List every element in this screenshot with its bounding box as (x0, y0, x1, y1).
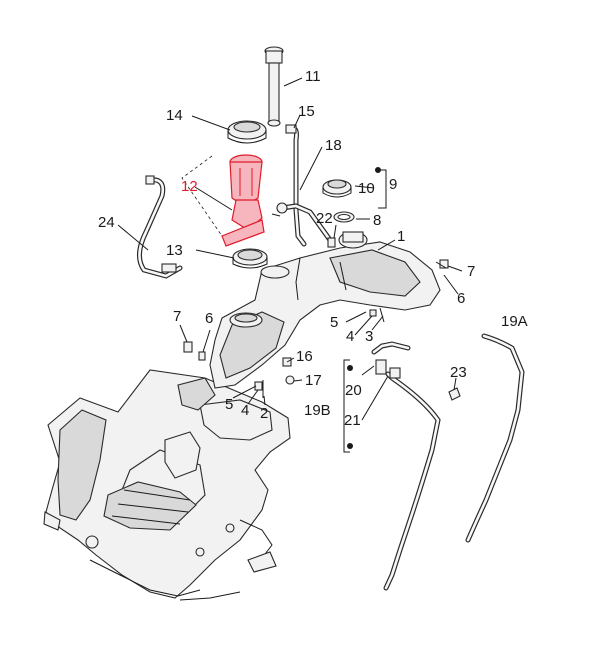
callout-24: 24 (98, 214, 115, 231)
callout-5-upper: 5 (330, 314, 338, 331)
callout-9: 9 (389, 176, 397, 193)
group-bracket-19B (343, 359, 350, 453)
filler-cap-10 (322, 179, 352, 198)
leader-lines (117, 77, 463, 421)
callout-10: 10 (358, 180, 375, 197)
callout-15: 15 (298, 103, 315, 120)
group-dot-21 (347, 443, 353, 449)
callout-2: 2 (260, 405, 268, 422)
callout-19B: 19B (304, 402, 331, 419)
callout-13: 13 (166, 242, 183, 259)
ring-nut-14 (227, 120, 267, 144)
callout-14: 14 (166, 107, 183, 124)
callout-3: 3 (365, 328, 373, 345)
fuel-tank (209, 231, 441, 389)
callout-7-left: 7 (173, 308, 181, 325)
fuel-hose-24 (137, 175, 183, 279)
pump-dashed-outline (181, 155, 223, 237)
callout-23: 23 (450, 364, 467, 381)
tank-opening-ring (229, 312, 263, 328)
fuel-level-sender-11 (264, 46, 284, 127)
fuel-line-19B (371, 341, 441, 591)
breather-hose-15 (285, 124, 307, 247)
fuel-pump-12-highlighted (221, 154, 265, 247)
callout-1: 1 (397, 228, 405, 245)
group-dot-9 (375, 167, 381, 173)
gasket-8 (333, 211, 355, 223)
callout-22: 22 (316, 210, 333, 227)
callout-18: 18 (325, 137, 342, 154)
locking-ring-13 (232, 248, 268, 269)
callout-7-right: 7 (467, 263, 475, 280)
group-dot-20 (347, 365, 353, 371)
scooter-frame (43, 369, 291, 601)
group-bracket-9 (378, 169, 387, 209)
callout-17: 17 (305, 372, 322, 389)
callout-20: 20 (345, 382, 362, 399)
callout-8: 8 (373, 212, 381, 229)
callout-6-right: 6 (457, 290, 465, 307)
callout-6-left: 6 (205, 310, 213, 327)
callout-5-lower: 5 (225, 396, 233, 413)
hose-18-clip (271, 213, 281, 217)
callout-11: 11 (305, 68, 321, 85)
callout-4-lower: 4 (241, 402, 249, 419)
fuel-line-19A (465, 333, 525, 543)
hose-18 (276, 202, 333, 243)
callout-21: 21 (344, 412, 361, 429)
callout-4-upper: 4 (346, 328, 354, 345)
callout-16: 16 (296, 348, 313, 365)
callout-19A: 19A (501, 313, 528, 330)
callout-12: 12 (181, 178, 198, 195)
